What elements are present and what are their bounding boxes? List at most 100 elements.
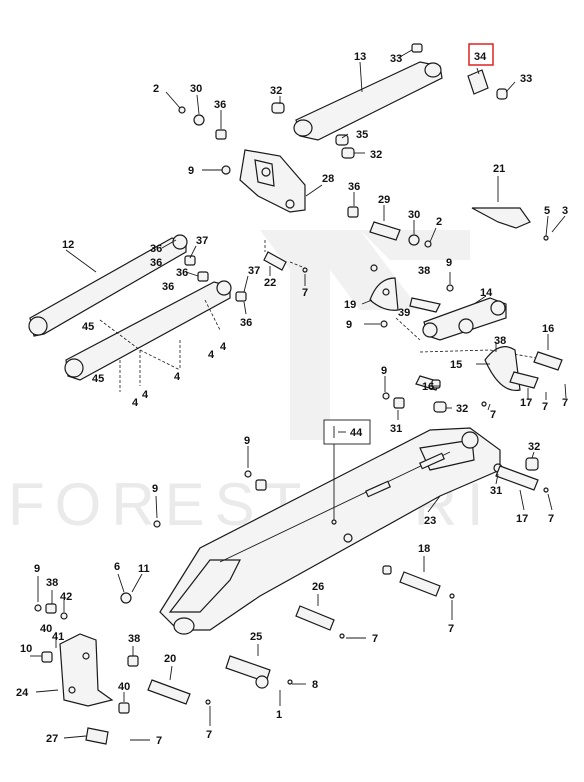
bracket-28 (221, 149, 306, 213)
callout-24: 24 (16, 687, 29, 699)
callout-7: 7 (302, 287, 308, 299)
bushing-32-31 (382, 392, 487, 413)
callout-17: 17 (516, 513, 528, 525)
callout-29: 29 (378, 194, 390, 206)
pins-16-17 (415, 346, 563, 392)
callout-1: 1 (276, 709, 282, 721)
stabilizer-link-12 (28, 234, 209, 337)
stabilizer-link-45 (64, 280, 247, 381)
callout-2: 2 (153, 83, 159, 95)
callout-9: 9 (346, 319, 352, 331)
callout-30: 30 (408, 209, 420, 221)
callout-9: 9 (244, 435, 250, 447)
callout-12: 12 (62, 239, 74, 251)
callout-32: 32 (528, 441, 540, 453)
callout-4: 4 (220, 341, 227, 353)
callout-26: 26 (312, 581, 324, 593)
callout-14: 14 (480, 287, 493, 299)
callout-5: 5 (544, 205, 550, 217)
callout-16: 16 (422, 381, 434, 393)
callout-9: 9 (152, 483, 158, 495)
callout-10: 10 (20, 643, 32, 655)
callout-28: 28 (322, 173, 334, 185)
callout-34-highlighted: 34 (474, 51, 487, 63)
callout-7: 7 (448, 623, 454, 635)
callout-4: 4 (142, 389, 149, 401)
callout-39: 39 (398, 307, 410, 319)
callout-31: 31 (490, 485, 502, 497)
callout-7: 7 (490, 409, 496, 421)
callout-7: 7 (206, 729, 212, 741)
callout-15: 15 (450, 359, 462, 371)
callout-38: 38 (418, 265, 430, 277)
callout-6: 6 (114, 561, 120, 573)
callout-31: 31 (390, 423, 402, 435)
callout-9: 9 (34, 563, 40, 575)
callout-21: 21 (493, 163, 505, 175)
callout-36: 36 (176, 267, 188, 279)
callout-18: 18 (418, 543, 430, 555)
pin-20 (147, 679, 211, 705)
pin-parts-top-left (178, 106, 227, 140)
callout-38: 38 (494, 335, 506, 347)
callout-38: 38 (128, 633, 140, 645)
callout-11: 11 (138, 563, 150, 575)
callout-36: 36 (348, 181, 360, 193)
pin-25 (225, 655, 293, 689)
callout-45: 45 (82, 321, 94, 333)
callout-32: 32 (456, 403, 468, 415)
callout-27: 27 (46, 733, 58, 745)
callout-4: 4 (208, 349, 215, 361)
highlight-box (468, 43, 494, 66)
callout-9: 9 (188, 165, 194, 177)
callout-4: 4 (132, 397, 139, 409)
callout-33: 33 (390, 53, 402, 65)
callout-7: 7 (562, 397, 568, 409)
callout-labels: 2 30 36 13 33 34 33 32 35 32 9 28 36 29 … (16, 43, 568, 747)
callout-41: 41 (52, 631, 64, 643)
callout-4: 4 (174, 371, 181, 383)
callout-7: 7 (542, 401, 548, 413)
callout-7: 7 (372, 633, 378, 645)
callout-40: 40 (40, 623, 52, 635)
bracket-19 (369, 277, 399, 311)
link-14 (422, 297, 507, 341)
callout-2: 2 (436, 216, 442, 228)
upper-link-13 (271, 43, 508, 159)
callout-42: 42 (60, 591, 72, 603)
bracket-24 (34, 603, 130, 745)
callout-9: 9 (446, 257, 452, 269)
callout-38: 38 (46, 577, 58, 589)
callout-20: 20 (164, 653, 176, 665)
callout-33: 33 (520, 73, 532, 85)
cover-plate-21 (471, 176, 566, 241)
callout-25: 25 (250, 631, 262, 643)
callout-7: 7 (548, 513, 554, 525)
callout-7: 7 (156, 735, 162, 747)
callout-17: 17 (520, 397, 532, 409)
callout-44: 44 (350, 427, 363, 439)
callout-19: 19 (344, 299, 356, 311)
pin-26 (295, 605, 345, 639)
callout-37: 37 (196, 235, 208, 247)
callout-36: 36 (150, 243, 162, 255)
sensor-44-box (323, 419, 371, 525)
pins-right-lower (493, 457, 549, 493)
callout-36: 36 (150, 257, 162, 269)
callout-40: 40 (118, 681, 130, 693)
callout-35: 35 (356, 129, 368, 141)
pin-18 (382, 565, 455, 599)
callout-36: 36 (240, 317, 252, 329)
callout-8: 8 (312, 679, 318, 691)
callout-36: 36 (162, 281, 174, 293)
callout-22: 22 (264, 277, 276, 289)
callout-13: 13 (354, 51, 366, 63)
callout-3: 3 (562, 205, 568, 217)
callout-23: 23 (424, 515, 436, 527)
pin-22 (263, 251, 308, 273)
callout-32: 32 (370, 149, 382, 161)
callout-36: 36 (214, 99, 226, 111)
callout-30: 30 (190, 83, 202, 95)
callout-37: 37 (248, 265, 260, 277)
